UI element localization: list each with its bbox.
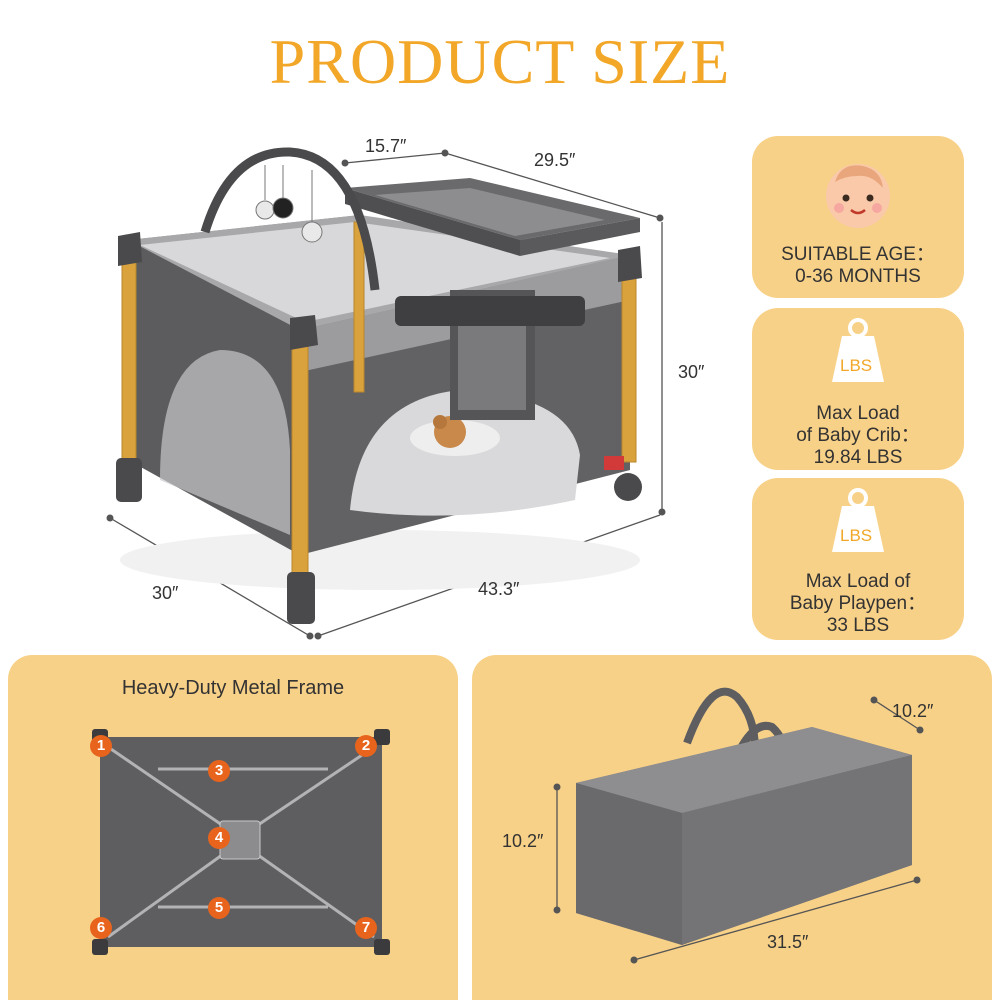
frame-marker-2: 2	[355, 735, 377, 757]
age-card: SUITABLE AGE： 0-36 MONTHS	[752, 136, 964, 298]
dim-width-bottom: 43.3″	[478, 579, 520, 599]
playard-illustration	[106, 147, 666, 640]
frame-marker-3: 3	[208, 760, 230, 782]
frame-panel: Heavy-Duty Metal Frame 1 2 3 4 5 6 7	[8, 655, 458, 1000]
playpen-load-line1: Max Load of	[805, 571, 911, 592]
baby-face-icon	[826, 164, 890, 228]
age-value: 0-36 MONTHS	[795, 266, 921, 287]
crib-load-value: 19.84 LBS	[813, 447, 903, 468]
dim-height: 30″	[678, 362, 705, 382]
weight-icon	[832, 318, 884, 382]
bag-panel: 10.2″ 10.2″ 31.5″	[472, 655, 992, 1000]
frame-panel-title: Heavy-Duty Metal Frame	[121, 677, 345, 699]
weight-icon-label: LBS	[840, 526, 873, 545]
playpen-load-line2: Baby Playpen：	[789, 593, 927, 614]
frame-diagram	[92, 729, 390, 955]
crib-load-card: LBS Max Load of Baby Crib： 19.84 LBS	[752, 308, 964, 470]
page-title: PRODUCT SIZE	[269, 26, 731, 97]
bag-depth: 10.2″	[892, 701, 934, 721]
weight-icon	[832, 488, 884, 552]
dim-depth-bottom: 30″	[152, 583, 179, 603]
frame-marker-6: 6	[90, 917, 112, 939]
crib-load-line1: Max Load	[816, 403, 900, 424]
frame-marker-5: 5	[208, 897, 230, 919]
dim-width-top: 29.5″	[534, 150, 576, 170]
weight-icon-label: LBS	[840, 356, 873, 375]
carry-bag-illustration	[553, 687, 924, 964]
frame-marker-1: 1	[90, 735, 112, 757]
playpen-load-card: LBS Max Load of Baby Playpen： 33 LBS	[752, 478, 964, 640]
frame-marker-4: 4	[208, 827, 230, 849]
frame-marker-7: 7	[355, 917, 377, 939]
crib-load-line2: of Baby Crib：	[796, 425, 920, 446]
playpen-load-value: 33 LBS	[826, 615, 890, 636]
age-label: SUITABLE AGE：	[781, 244, 935, 265]
bag-height: 10.2″	[502, 831, 544, 851]
bag-length: 31.5″	[767, 932, 809, 952]
dim-depth-top: 15.7″	[365, 136, 407, 156]
